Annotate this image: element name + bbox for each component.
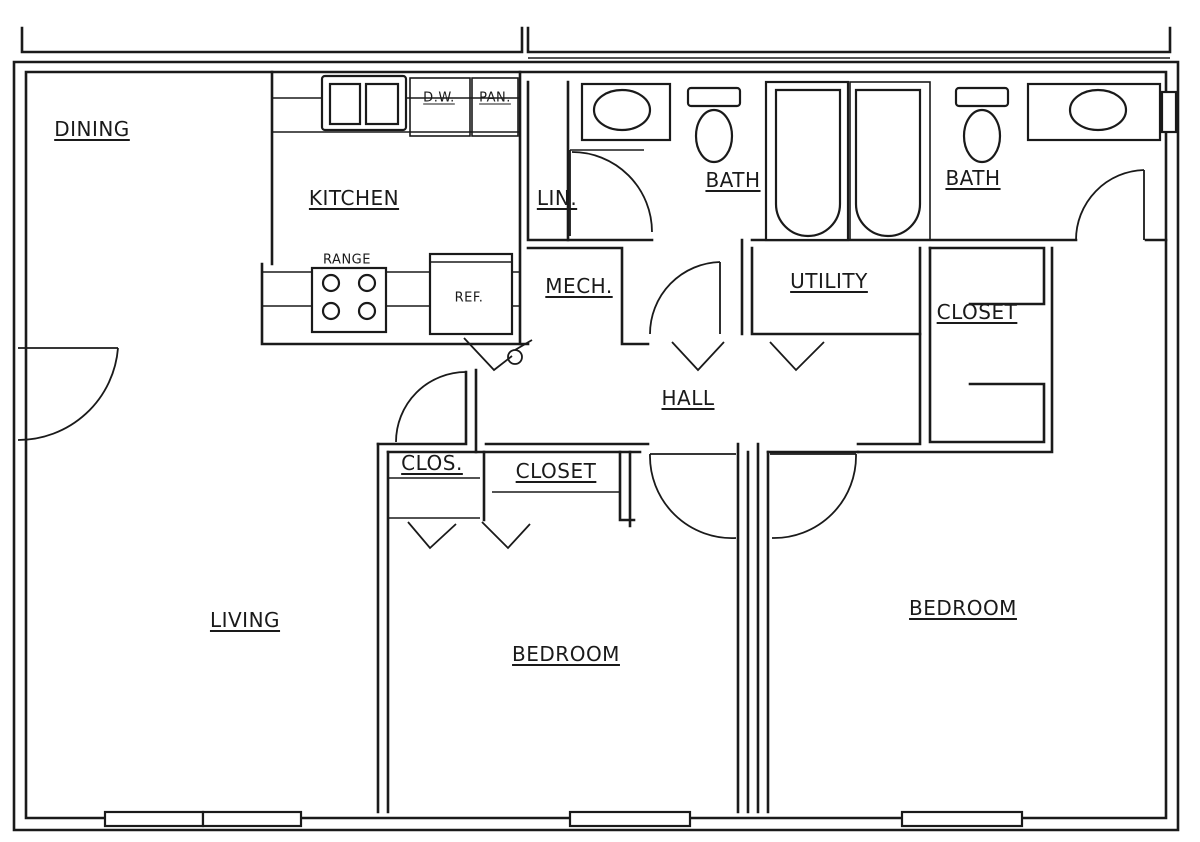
- label-refrigerator: REF.: [454, 290, 484, 306]
- range-icon: [310, 266, 388, 334]
- room-label-dining: DINING: [54, 117, 130, 141]
- toilet-icon: [686, 86, 742, 164]
- room-label-living: LIVING: [209, 608, 281, 632]
- room-label-hall: HALL: [661, 386, 715, 410]
- door-swings: [395, 150, 1145, 539]
- interior-walls: [376, 80, 1168, 814]
- room-label-clos: CLOS.: [401, 451, 463, 475]
- room-label-bath-2: BATH: [945, 166, 1001, 190]
- entry-door: [17, 347, 119, 441]
- pantry-icon: [471, 77, 519, 137]
- room-label-mech: MECH.: [545, 274, 613, 298]
- room-label-kitchen: KITCHEN: [308, 186, 400, 210]
- room-label-bedroom-2: BEDROOM: [909, 596, 1017, 620]
- refrigerator-icon: [428, 252, 514, 336]
- exterior-walls: [12, 26, 1180, 832]
- label-pantry: PAN.: [479, 90, 511, 106]
- windows: [103, 90, 1178, 828]
- room-label-bath-1: BATH: [705, 168, 761, 192]
- room-label-linen: LIN.: [536, 186, 578, 210]
- toilet-icon-2: [954, 86, 1010, 164]
- dishwasher-icon: [409, 77, 471, 137]
- room-label-bedroom-1: BEDROOM: [512, 642, 620, 666]
- room-label-closet-right: CLOSET: [936, 300, 1018, 324]
- label-dishwasher: D.W.: [423, 90, 455, 106]
- bathtub-icon: [764, 80, 931, 242]
- bifold-doors: [407, 341, 825, 550]
- kitchen-sink-icon: [320, 74, 408, 132]
- room-label-closet-mid: CLOSET: [515, 459, 597, 483]
- kitchen-bifold-door: [463, 337, 533, 372]
- label-range: RANGE: [323, 252, 371, 268]
- lavatory-icon: [580, 82, 672, 142]
- lavatory-icon-2: [1026, 82, 1162, 142]
- room-label-utility: UTILITY: [790, 269, 868, 293]
